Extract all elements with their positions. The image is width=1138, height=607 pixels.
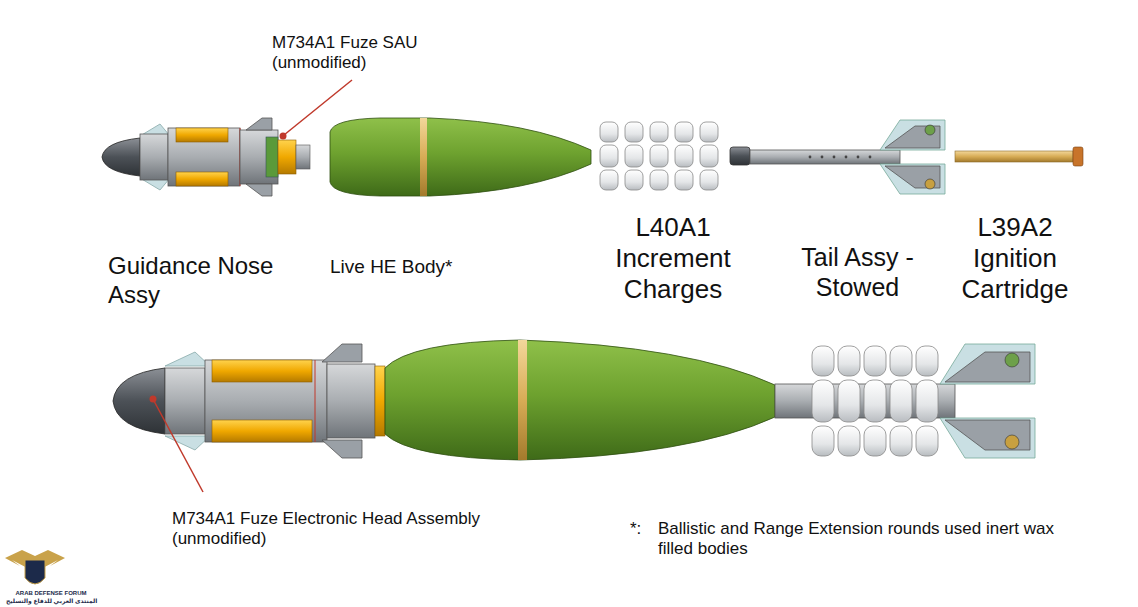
part-name: M734A1 Fuze SAU (unmodified) — [272, 33, 432, 74]
part-name: Guidance Nose Assy — [108, 252, 308, 310]
watermark: المنتدى العربي للدفاع والتسليح — [6, 598, 96, 605]
footnote-mark: *: — [630, 519, 654, 539]
part-name: Live HE Body* — [330, 256, 530, 279]
watermark: ARAB DEFENSE FORUM — [6, 590, 96, 597]
part-name: L39A2 Ignition Cartridge — [945, 212, 1085, 306]
watermark-logo — [5, 550, 65, 584]
part-name: Tail Assy - Stowed — [780, 242, 935, 302]
part-name: L40A1 Increment Charges — [598, 212, 748, 306]
footnote-text: Ballistic and Range Extension rounds use… — [658, 519, 1078, 560]
part-name: M734A1 Fuze Electronic Head Assembly (un… — [172, 509, 552, 550]
